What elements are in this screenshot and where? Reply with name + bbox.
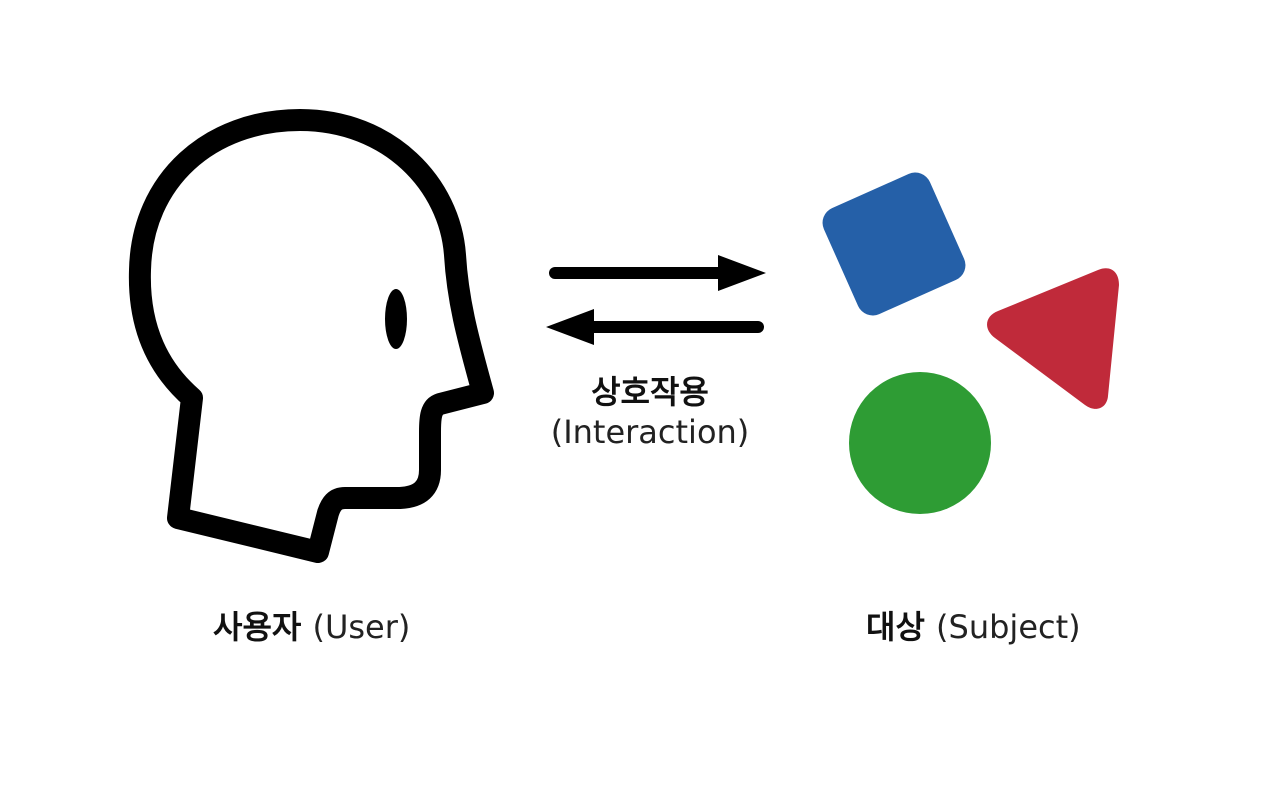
head-profile-icon bbox=[128, 109, 494, 563]
subject-label-en: (Subject) bbox=[936, 608, 1081, 646]
user-label-ko: 사용자 bbox=[213, 608, 313, 646]
interaction-label-ko: 상호작용 bbox=[591, 373, 709, 411]
user-label: 사용자 (User) bbox=[213, 607, 410, 647]
arrow-right-icon bbox=[549, 255, 766, 291]
subject-label-ko: 대상 bbox=[866, 608, 937, 646]
eye-icon bbox=[385, 289, 407, 349]
blue-square-shape bbox=[822, 172, 966, 316]
subject-label: 대상 (Subject) bbox=[866, 607, 1081, 647]
user-label-en: (User) bbox=[312, 608, 411, 646]
interaction-label-en: (Interaction) bbox=[550, 413, 750, 451]
bidirectional-arrows-icon bbox=[546, 255, 766, 345]
interaction-label: 상호작용 (Interaction) bbox=[540, 372, 760, 452]
subject-shapes bbox=[822, 172, 1119, 514]
green-circle-shape bbox=[849, 372, 991, 514]
arrow-left-icon bbox=[546, 309, 764, 345]
red-triangle-shape bbox=[987, 268, 1119, 409]
